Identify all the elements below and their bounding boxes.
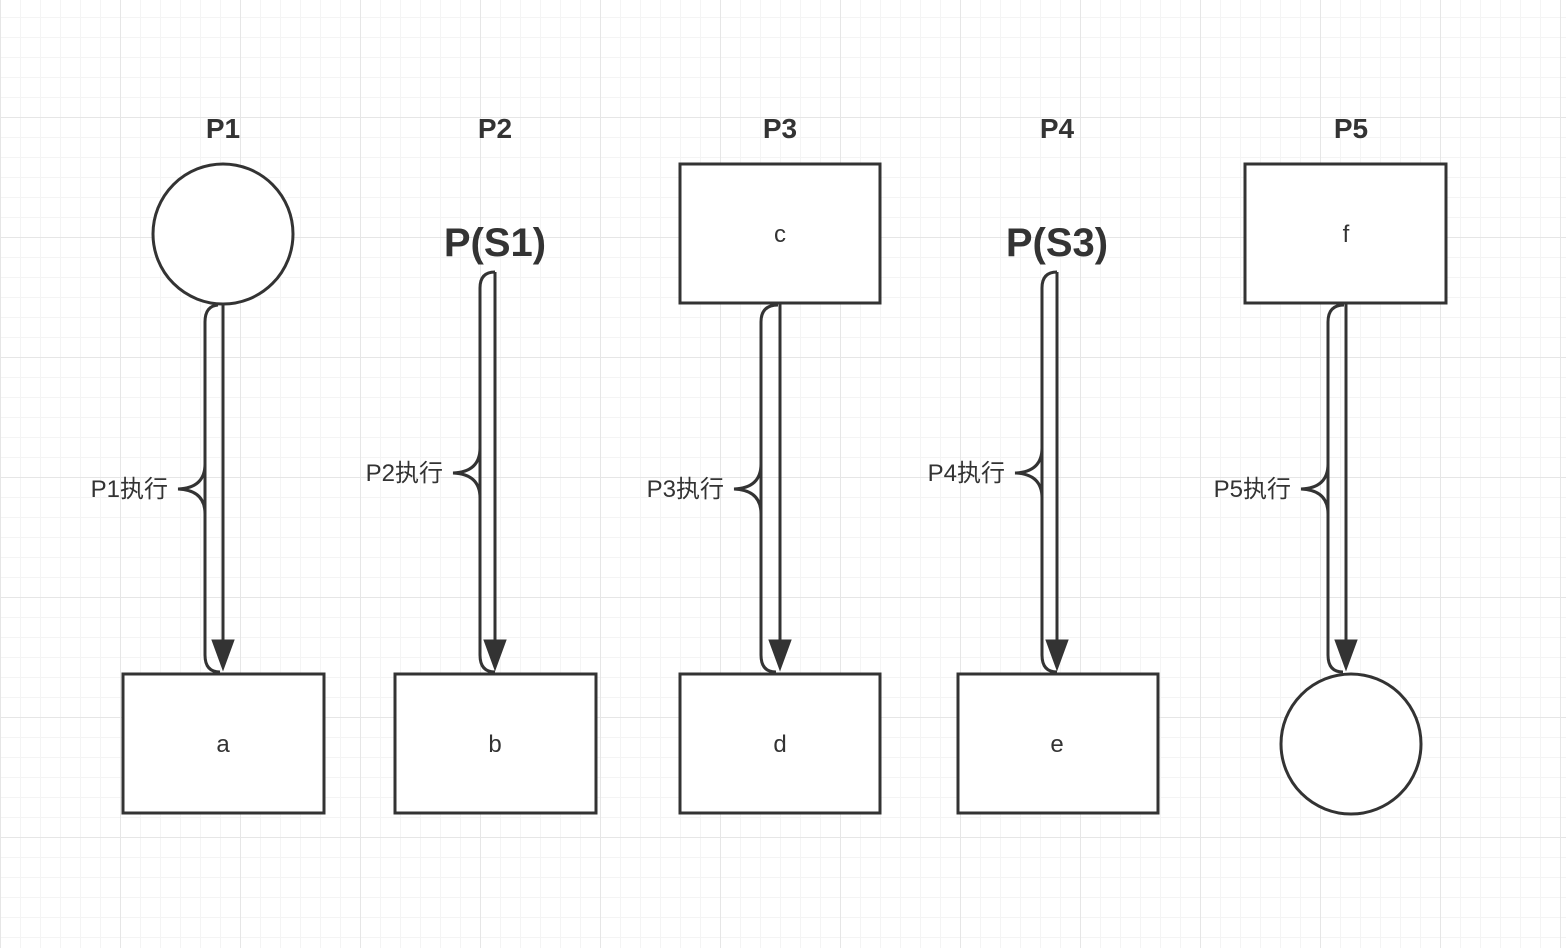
- end-node-circle-p5[interactable]: [1279, 672, 1423, 816]
- process-title-p4: P4: [1040, 113, 1075, 144]
- execution-rail-p5: [1326, 303, 1345, 674]
- node-label-a: a: [216, 731, 230, 758]
- process-p3: P3 c P3执行 d: [647, 113, 882, 815]
- brace-p3: [733, 463, 763, 515]
- process-p1: P1 P1执行 a: [91, 113, 326, 815]
- arrow-head-p4: [1045, 639, 1069, 672]
- execution-rail-p4: [1040, 270, 1058, 674]
- execution-rail-p2: [478, 270, 496, 674]
- end-node-rect-p4[interactable]: [956, 672, 1160, 815]
- semaphore-op-p2: P(S1): [444, 221, 546, 265]
- exec-label-p2: P2执行: [366, 460, 443, 487]
- process-p5: P5 f P5执行: [1214, 113, 1448, 816]
- brace-p2: [452, 447, 482, 499]
- exec-label-p1: P1执行: [91, 476, 168, 503]
- node-label-d: d: [773, 731, 786, 758]
- process-title-p3: P3: [763, 113, 797, 144]
- end-node-rect-p3[interactable]: [678, 672, 882, 815]
- process-title-p1: P1: [206, 113, 240, 144]
- brace-p5: [1300, 463, 1330, 515]
- node-label-e: e: [1050, 731, 1063, 758]
- process-p4: P4 P(S3) P4执行 e: [928, 113, 1160, 815]
- arrow-head-p1: [211, 639, 235, 672]
- start-node-circle-p1[interactable]: [151, 162, 295, 306]
- arrow-head-p5: [1334, 639, 1358, 672]
- node-label-f: f: [1343, 221, 1350, 248]
- process-title-p5: P5: [1334, 113, 1368, 144]
- arrow-head-p2: [483, 639, 507, 672]
- start-node-rect-p3[interactable]: [678, 162, 882, 305]
- node-label-c: c: [774, 221, 786, 248]
- execution-rail-p3: [759, 303, 779, 674]
- process-p2: P2 P(S1) P2执行 b: [366, 113, 598, 815]
- arrow-head-p3: [768, 639, 792, 672]
- end-node-rect-p2[interactable]: [393, 672, 598, 815]
- exec-label-p4: P4执行: [928, 460, 1005, 487]
- brace-p4: [1014, 447, 1044, 499]
- end-node-rect-p1[interactable]: [121, 672, 326, 815]
- exec-label-p3: P3执行: [647, 476, 724, 503]
- node-label-b: b: [488, 731, 501, 758]
- start-node-rect-p5[interactable]: [1243, 162, 1448, 305]
- exec-label-p5: P5执行: [1214, 476, 1291, 503]
- execution-rail-p1: [203, 303, 221, 674]
- brace-p1: [177, 463, 207, 515]
- process-title-p2: P2: [478, 113, 512, 144]
- semaphore-op-p4: P(S3): [1006, 221, 1108, 265]
